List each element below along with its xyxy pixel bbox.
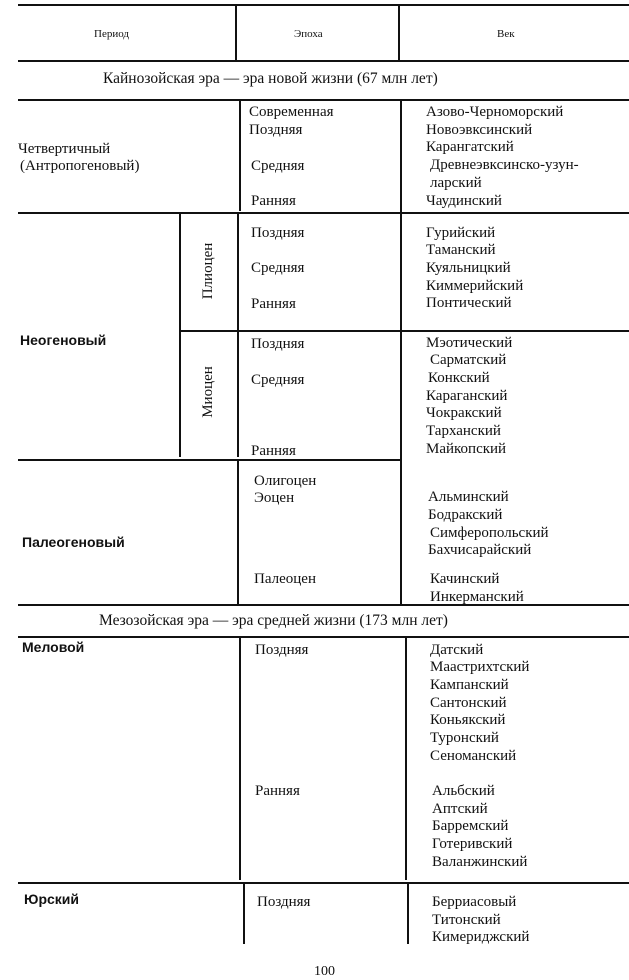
epoch-text: Поздняя <box>251 336 305 352</box>
epoch-text: Палеоцен <box>254 571 316 587</box>
stage-text: Аптский <box>432 801 488 817</box>
subperiod-pliocene-label: Плиоцен <box>200 242 216 300</box>
stage-text: Валанжинский <box>432 854 528 870</box>
stage-text: Новоэвксинский <box>426 122 533 138</box>
neogene-bottom-border <box>18 459 400 461</box>
stage-text: Таманский <box>426 242 496 258</box>
stage-text: Готеривский <box>432 836 513 852</box>
stage-text: Караганский <box>426 388 508 404</box>
neogene-left-divider <box>179 213 181 457</box>
stage-text: Маастрихтский <box>430 659 530 675</box>
stage-text: Туронский <box>430 730 499 746</box>
epoch-text: Средняя <box>251 260 305 276</box>
stage-text: Кампанский <box>430 677 509 693</box>
era-title-mesozoic: Мезозойская эра — эра средней жизни (173… <box>99 612 448 629</box>
stage-text: Симферопольский <box>430 525 549 541</box>
mesozoic-era-bottom-border <box>18 636 629 638</box>
epoch-text: Поздняя <box>257 894 311 910</box>
stage-text: Датский <box>430 642 484 658</box>
stage-text: Бахчисарайский <box>428 542 532 558</box>
header-stage: Век <box>497 28 515 40</box>
stage-text: Понтический <box>426 295 512 311</box>
stage-text: Древнеэвксинско-узун- <box>430 157 579 173</box>
jurassic-epoch-divider <box>243 884 245 944</box>
cretaceous-stage-divider <box>405 637 407 880</box>
epoch-text: Ранняя <box>255 783 300 799</box>
cenozoic-stage-divider <box>400 100 402 604</box>
period-jurassic: Юрский <box>24 891 79 907</box>
stage-text: Сеноманский <box>430 748 517 764</box>
stage-text: Куяльницкий <box>426 260 511 276</box>
epoch-text: Олигоцен <box>254 473 317 489</box>
stage-text: Чаудинский <box>426 193 502 209</box>
epoch-text: Эоцен <box>254 490 295 506</box>
pliocene-miocene-divider <box>180 330 629 332</box>
period-neogene: Неогеновый <box>20 332 107 348</box>
epoch-text: Поздняя <box>251 225 305 241</box>
stage-text: Азово-Черноморский <box>426 104 564 120</box>
stage-text: Майкопский <box>426 441 507 457</box>
jurassic-stage-divider <box>407 884 409 944</box>
stage-text: Берриасовый <box>432 894 517 910</box>
mesozoic-era-top-border <box>18 604 629 606</box>
header-epoch: Эпоха <box>294 28 323 40</box>
stage-text: Бодракский <box>428 507 503 523</box>
header-divider-1 <box>235 5 237 60</box>
epoch-text: Ранняя <box>251 193 296 209</box>
stage-text: Альбский <box>432 783 495 799</box>
quaternary-bottom-border <box>18 212 629 214</box>
stage-text: Альминский <box>428 489 509 505</box>
stage-text: ларский <box>430 175 482 191</box>
stage-text: Барремский <box>432 818 509 834</box>
epoch-text: Современная <box>249 104 334 120</box>
period-paleogene: Палеогеновый <box>22 534 125 550</box>
header-bottom-border <box>18 60 629 62</box>
epoch-text: Ранняя <box>251 443 296 459</box>
stage-text: Конкский <box>428 370 490 386</box>
neogene-right-divider <box>237 213 239 457</box>
stage-text: Мэотический <box>426 335 513 351</box>
subperiod-miocene-label: Миоцен <box>200 366 216 418</box>
table-top-border <box>18 4 629 6</box>
quaternary-epoch-divider <box>239 100 241 211</box>
period-quaternary-line1: Четвертичный <box>18 141 111 157</box>
header-period: Период <box>94 28 129 40</box>
epoch-text: Средняя <box>251 372 305 388</box>
stage-text: Кимериджский <box>432 929 530 945</box>
stage-text: Карангатский <box>426 139 514 155</box>
stage-text: Инкерманский <box>430 589 524 605</box>
cretaceous-bottom-border <box>18 882 629 884</box>
stage-text: Киммерийский <box>426 278 524 294</box>
stage-text: Сарматский <box>430 352 507 368</box>
stage-text: Чокракский <box>426 405 502 421</box>
paleogene-epoch-divider <box>237 460 239 604</box>
epoch-text: Средняя <box>251 158 305 174</box>
epoch-text: Поздняя <box>249 122 303 138</box>
stage-text: Титонский <box>432 912 501 928</box>
stage-text: Гурийский <box>426 225 496 241</box>
epoch-text: Поздняя <box>255 642 309 658</box>
cretaceous-epoch-divider <box>239 637 241 880</box>
stage-text: Качинский <box>430 571 500 587</box>
stage-text: Сантонский <box>430 695 507 711</box>
period-quaternary-line2: (Антропогеновый) <box>20 158 140 174</box>
stage-text: Коньякский <box>430 712 506 728</box>
stage-text: Тарханский <box>426 423 501 439</box>
era-title-cenozoic: Кайнозойская эра — эра новой жизни (67 м… <box>103 70 438 87</box>
cenozoic-era-bottom-border <box>18 99 629 101</box>
header-divider-2 <box>398 5 400 60</box>
page-number: 100 <box>314 964 335 979</box>
epoch-text: Ранняя <box>251 296 296 312</box>
period-cretaceous: Меловой <box>22 639 85 655</box>
